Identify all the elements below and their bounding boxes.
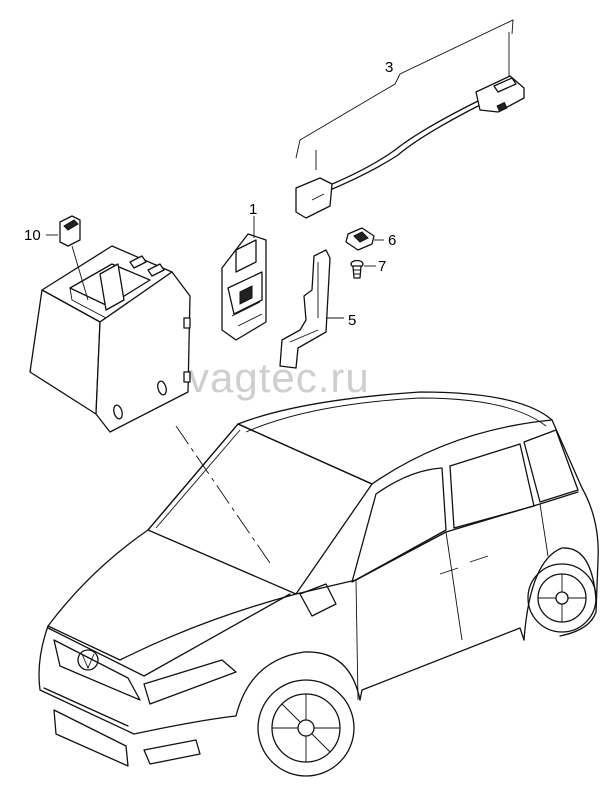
part-1-bracket	[221, 216, 267, 341]
control-unit	[29, 245, 191, 433]
part-3-cable	[295, 19, 525, 219]
vehicle-outline	[38, 391, 599, 777]
callout-1: 1	[249, 201, 257, 218]
callout-5: 5	[348, 312, 356, 329]
callout-3: 3	[385, 59, 393, 76]
part-7-screw	[350, 259, 376, 279]
callout-7: 7	[378, 258, 386, 275]
part-5-holder	[279, 249, 344, 369]
callout-6: 6	[388, 232, 396, 249]
part-6-clip-nut	[345, 227, 384, 251]
callout-10: 10	[24, 227, 41, 244]
watermark: vagtec.ru	[188, 354, 370, 401]
part-10-clip	[46, 215, 81, 247]
